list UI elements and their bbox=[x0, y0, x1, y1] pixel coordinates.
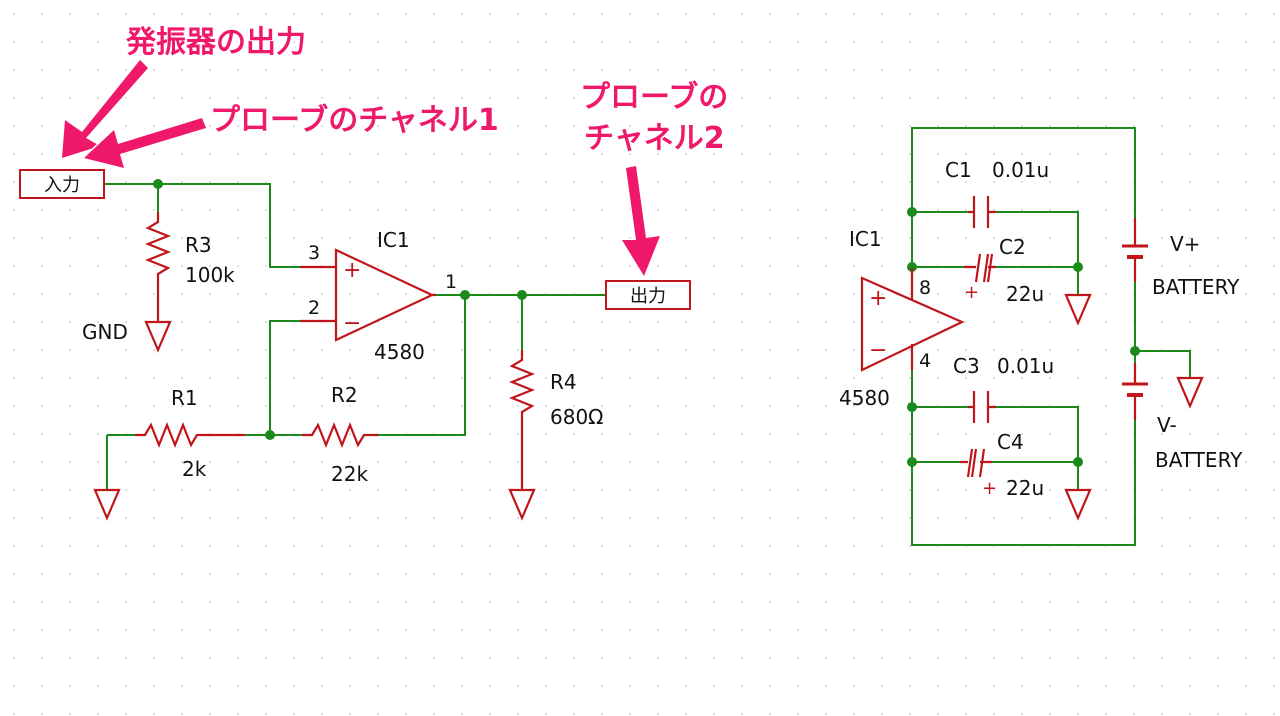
r1-value: 2k bbox=[182, 457, 207, 481]
output-port-label: 出力 bbox=[630, 286, 666, 307]
resistor-r3: R3 100k bbox=[145, 212, 235, 290]
junction-battery-mid bbox=[1130, 346, 1140, 356]
r4-name: R4 bbox=[550, 370, 577, 394]
opamp-minus-sign: − bbox=[343, 311, 361, 336]
opamp-pin-3: 3 bbox=[308, 242, 320, 264]
ground-symbol-r1 bbox=[93, 435, 121, 521]
junction-c2-right bbox=[1073, 262, 1083, 272]
r2-name: R2 bbox=[331, 383, 358, 407]
power-circuit: + − 8 4 IC1 4580 C1 0.01u + C2 22u bbox=[839, 127, 1243, 546]
c3-value: 0.01u bbox=[997, 354, 1054, 378]
opamp-part-number: 4580 bbox=[374, 340, 425, 364]
r3-value: 100k bbox=[185, 263, 235, 287]
power-opamp-plus-sign: + bbox=[869, 286, 887, 311]
annotation-probe-channel-1: プローブのチャネル1 bbox=[210, 103, 499, 138]
r1-name: R1 bbox=[171, 386, 198, 410]
power-opamp-pin-8: 8 bbox=[919, 277, 931, 299]
ground-symbol-c4 bbox=[1064, 488, 1092, 521]
opamp-ic-label: IC1 bbox=[377, 228, 410, 252]
c2-value: 22u bbox=[1006, 282, 1044, 306]
annotation-probe-channel-2-line1: プローブの bbox=[580, 80, 728, 115]
c2-plus: + bbox=[964, 282, 979, 303]
junction-c3-left bbox=[907, 402, 917, 412]
power-opamp-pin-4: 4 bbox=[919, 350, 931, 372]
battery-vplus: V+ BATTERY bbox=[1122, 218, 1240, 299]
arrow-probe-channel-1 bbox=[80, 116, 209, 171]
c4-plus: + bbox=[982, 478, 997, 499]
ground-symbol-battery bbox=[1176, 376, 1204, 409]
input-port-label: 入力 bbox=[44, 175, 80, 196]
junction-input bbox=[153, 179, 163, 189]
capacitor-c1: C1 0.01u bbox=[945, 158, 1049, 228]
output-port: 出力 bbox=[605, 280, 691, 310]
r2-value: 22k bbox=[331, 462, 368, 486]
opamp-pin-1: 1 bbox=[445, 271, 457, 293]
vminus-name: V- bbox=[1157, 413, 1177, 437]
c2-name: C2 bbox=[999, 235, 1026, 259]
annotation-oscillator-output: 発振器の出力 bbox=[125, 25, 306, 60]
c4-value: 22u bbox=[1006, 476, 1044, 500]
ground-symbol-c2 bbox=[1064, 293, 1092, 326]
power-opamp-minus-sign: − bbox=[869, 338, 887, 363]
resistor-r1: R1 2k bbox=[135, 386, 245, 481]
power-opamp-part-number: 4580 bbox=[839, 386, 890, 410]
amplifier-wires bbox=[104, 183, 606, 436]
junction-c4-left bbox=[907, 457, 917, 467]
opamp-plus-sign: + bbox=[343, 258, 361, 283]
capacitor-c4: + C4 22u bbox=[960, 430, 1044, 500]
ground-symbol-r3 bbox=[144, 290, 172, 353]
gnd-label: GND bbox=[82, 320, 128, 344]
power-opamp-ic-label: IC1 bbox=[849, 227, 882, 251]
vplus-name: V+ bbox=[1170, 232, 1200, 256]
arrow-probe-channel-2 bbox=[619, 164, 663, 280]
junction-feedback bbox=[265, 430, 275, 440]
vminus-type: BATTERY bbox=[1155, 448, 1243, 472]
junction-output-feedback bbox=[460, 290, 470, 300]
opamp-ic1: + − 3 2 1 IC1 4580 bbox=[300, 228, 457, 364]
annotation-probe-channel-2-line2: チャネル2 bbox=[584, 121, 725, 156]
junction-output-load bbox=[517, 290, 527, 300]
c3-name: C3 bbox=[953, 354, 980, 378]
c1-value: 0.01u bbox=[992, 158, 1049, 182]
battery-vminus: V- BATTERY bbox=[1122, 363, 1243, 472]
arrow-oscillator-output bbox=[60, 57, 151, 161]
amplifier-circuit: 入力 出力 R3 100k GND + − 3 2 1 bbox=[19, 169, 691, 521]
input-port: 入力 bbox=[19, 169, 105, 199]
junction-c1-left bbox=[907, 207, 917, 217]
opamp-ic1-power: + − 8 4 IC1 4580 bbox=[839, 227, 965, 410]
junction-c2-left bbox=[907, 262, 917, 272]
c1-name: C1 bbox=[945, 158, 972, 182]
resistor-r2: R2 22k bbox=[302, 383, 378, 486]
annotations: 発振器の出力 プローブのチャネル1 プローブの チャネル2 bbox=[60, 23, 731, 280]
junction-c4-right bbox=[1073, 457, 1083, 467]
capacitor-c2: + C2 22u bbox=[964, 235, 1044, 306]
vplus-type: BATTERY bbox=[1152, 275, 1240, 299]
resistor-r4: R4 680Ω bbox=[508, 350, 603, 521]
opamp-pin-2: 2 bbox=[308, 297, 320, 319]
r4-value: 680Ω bbox=[550, 405, 603, 429]
r3-name: R3 bbox=[185, 233, 212, 257]
c4-name: C4 bbox=[997, 430, 1024, 454]
capacitor-c3: C3 0.01u bbox=[953, 354, 1054, 423]
